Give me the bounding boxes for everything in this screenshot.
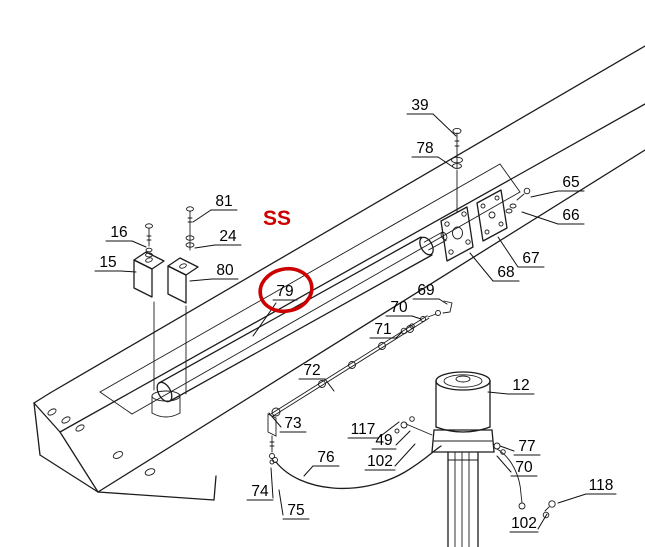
callout-67: 67 (522, 250, 539, 267)
callout-49: 49 (375, 432, 392, 449)
callout-15: 15 (99, 254, 116, 271)
callout-leader-lines (94, 113, 617, 533)
callout-81: 81 (215, 193, 232, 210)
callout-117: 117 (351, 421, 376, 438)
callout-74: 74 (251, 483, 269, 500)
hydraulic-pump-unit (394, 371, 556, 547)
bearing-plate-67 (476, 189, 508, 242)
callout-75: 75 (287, 502, 304, 519)
callout-72: 72 (303, 362, 320, 379)
callout-76: 76 (317, 449, 334, 466)
callout-68: 68 (497, 264, 514, 281)
callout-78: 78 (416, 140, 433, 157)
callout-65: 65 (562, 174, 579, 191)
left-bearing-pedestal (151, 390, 181, 418)
callout-69: 69 (417, 282, 434, 299)
table-frame (33, 45, 645, 501)
linkage-rod-assembly (267, 300, 453, 465)
callout-labels: 39 78 65 66 67 68 81 24 16 15 80 79 69 7… (99, 97, 613, 532)
callout-71: 71 (374, 321, 391, 338)
callout-80: 80 (216, 262, 234, 279)
bracket-80-shape (167, 265, 187, 304)
right-bearing-assembly (440, 127, 531, 262)
left-bracket-assembly (133, 206, 199, 395)
ss-annotation: SS (263, 207, 291, 230)
callout-79: 79 (276, 283, 293, 300)
hydraulic-hose (272, 445, 442, 489)
callout-102a: 102 (367, 453, 393, 470)
red-highlight-circle (258, 266, 314, 314)
callout-77: 77 (518, 438, 535, 455)
callout-70a: 70 (390, 299, 408, 316)
bearing-plate-68 (440, 206, 474, 262)
callout-39: 39 (411, 97, 428, 114)
callout-118: 118 (589, 477, 614, 494)
callout-73: 73 (284, 415, 301, 432)
callout-12: 12 (512, 377, 529, 394)
callout-70b: 70 (515, 459, 533, 476)
bracket-15-shape (133, 259, 153, 298)
red-highlight-annotations: SS (258, 207, 314, 314)
callout-16: 16 (110, 224, 127, 241)
callout-24: 24 (219, 228, 237, 245)
callout-102b: 102 (511, 515, 537, 532)
callout-66: 66 (562, 207, 579, 224)
